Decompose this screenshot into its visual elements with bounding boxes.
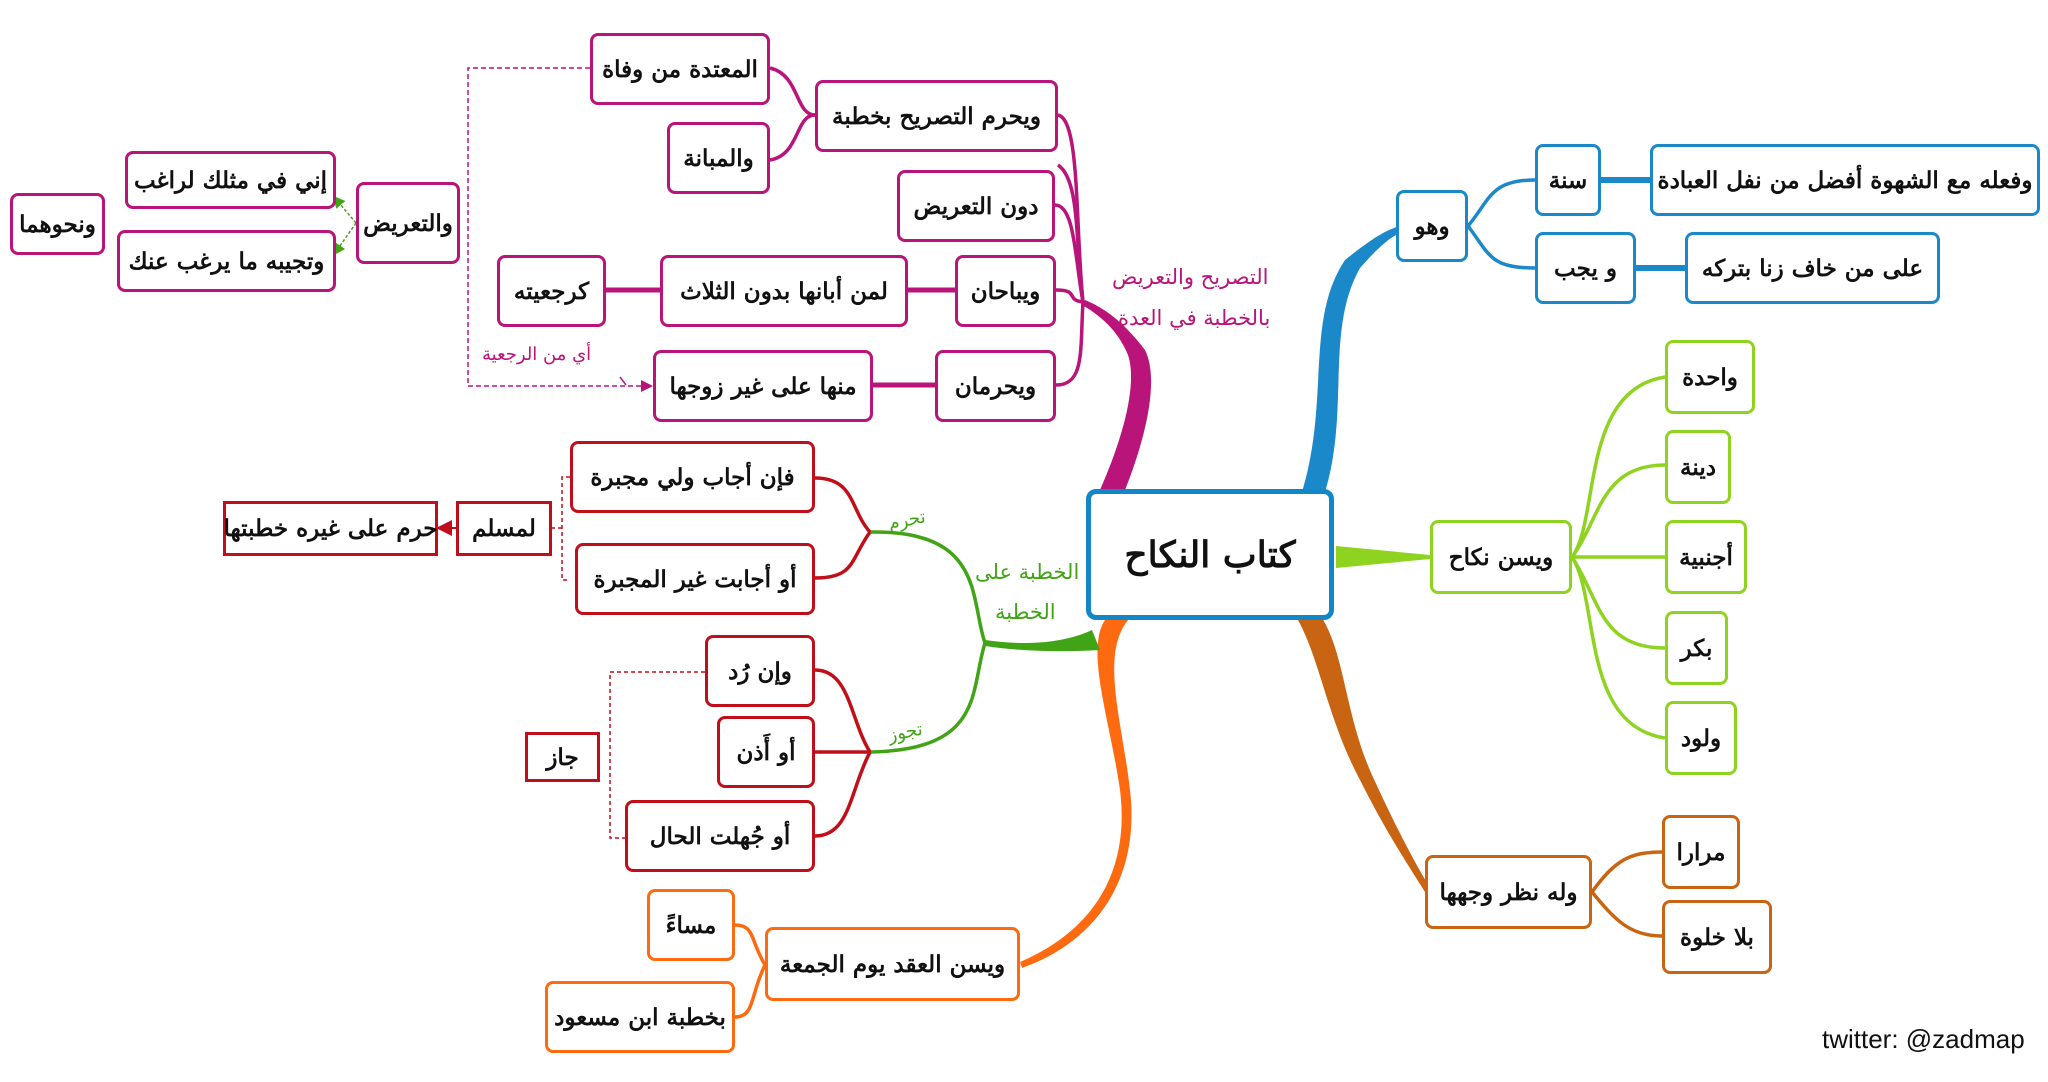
node-dun-tarid[interactable]: دون التعريض [897,170,1055,242]
node-mutadda[interactable]: المعتدة من وفاة [590,33,770,105]
node-wain-rud[interactable]: وإن رُد [705,635,815,707]
label-green-1: الخطبة على [975,560,1080,584]
node-tajibuh[interactable]: وتجيبه ما يرغب عنك [117,230,336,292]
node-yusan-nikah[interactable]: ويسن نكاح [1430,520,1572,594]
branch-magenta [1082,300,1152,490]
node-wajib[interactable]: و يجب [1535,232,1636,304]
node-ajnabiyya[interactable]: أجنبية [1665,520,1747,594]
branch-green [1336,546,1430,568]
node-yahruman[interactable]: ويحرمان [935,350,1056,422]
credit-text: twitter: @zadmap [1822,1024,2025,1054]
node-limuslim[interactable]: لمسلم [456,501,552,556]
node-sunna-detail[interactable]: وفعله مع الشهوة أفضل من نفل العبادة [1650,144,2040,216]
node-aw-ajabat[interactable]: أو أجابت غير المجبرة [575,543,815,615]
node-wahuwa[interactable]: وهو [1396,190,1468,262]
branch-orange [1020,620,1132,968]
node-haram[interactable]: حرم على غيره خطبتها [223,501,438,556]
label-magenta-1: التصريح والتعريض [1112,265,1269,289]
node-wahida[interactable]: واحدة [1665,340,1755,414]
node-dayyina[interactable]: دينة [1665,430,1731,504]
node-mubana[interactable]: والمبانة [667,122,770,194]
node-bikr[interactable]: بكر [1665,611,1728,685]
branch-brown [1298,618,1430,892]
node-wajib-detail[interactable]: على من خاف زنا بتركه [1685,232,1940,304]
node-fain-ajab[interactable]: فإن أجاب ولي مجبرة [570,441,815,513]
node-sunna[interactable]: سنة [1535,144,1601,216]
node-mirara[interactable]: مرارا [1662,815,1740,889]
node-walud[interactable]: ولود [1665,701,1737,775]
node-karajiatih[interactable]: كرجعيته [497,255,606,327]
node-aw-udhin[interactable]: أو أَذن [717,716,815,788]
node-yubahan[interactable]: ويباحان [955,255,1056,327]
node-minha[interactable]: منها على غير زوجها [653,350,873,422]
node-masaan[interactable]: مساءً [647,889,735,961]
label-raj: أي من الرجعية [482,344,592,365]
label-green-2: الخطبة [995,600,1056,624]
branch-darkgreen [985,630,1100,652]
central-title[interactable]: كتاب النكاح [1086,489,1334,620]
node-liman-abanaha[interactable]: لمن أبانها بدون الثلاث [660,255,908,327]
node-khalwa[interactable]: بلا خلوة [1662,900,1772,974]
node-nazar[interactable]: وله نظر وجهها [1425,855,1592,929]
node-inni[interactable]: إني في مثلك لراغب [125,151,336,209]
node-jaz[interactable]: جاز [525,732,600,782]
label-magenta-2: بالخطبة في العدة [1118,306,1271,330]
node-aw-juhilat[interactable]: أو جُهلت الحال [625,800,815,872]
node-aqd[interactable]: ويسن العقد يوم الجمعة [765,927,1020,1001]
node-khutba-ibn[interactable]: بخطبة ابن مسعود [545,981,735,1053]
node-tarid[interactable]: والتعريض [356,182,460,264]
branch-blue [1302,226,1402,492]
node-yahrum-tasrih[interactable]: ويحرم التصريح بخطبة [815,80,1058,152]
node-nahwuhuma[interactable]: ونحوهما [10,193,105,255]
